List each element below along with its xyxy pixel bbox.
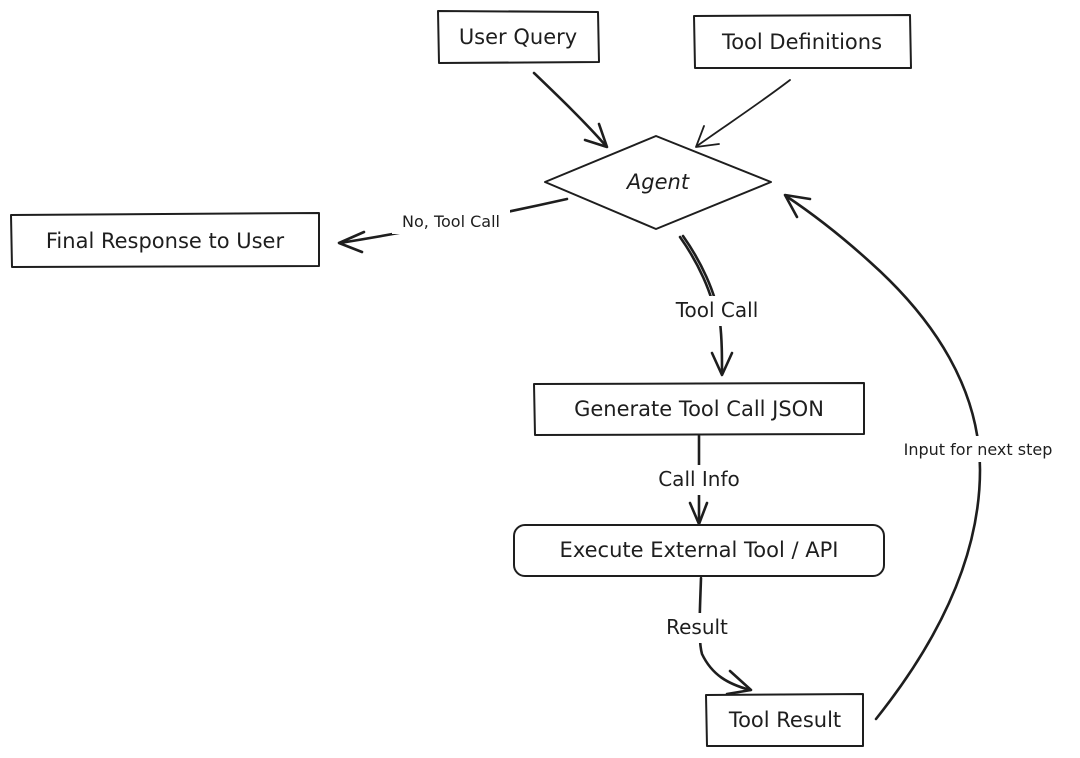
edge-tool-definitions-to-agent <box>695 79 791 148</box>
edge-label-tool-call: Tool Call <box>664 296 770 326</box>
edge-label-result-text: Result <box>666 615 728 639</box>
node-final-response: Final Response to User <box>10 212 320 268</box>
node-user-query-label: User Query <box>459 25 577 49</box>
edge-label-call-info: Call Info <box>646 465 752 495</box>
node-final-response-label: Final Response to User <box>46 229 285 253</box>
node-agent: Agent <box>544 135 772 230</box>
node-tool-result: Tool Result <box>705 693 864 747</box>
edge-label-call-info-text: Call Info <box>658 467 740 491</box>
node-tool-definitions-label: Tool Definitions <box>721 30 882 54</box>
edge-execute-to-tool-result <box>698 576 753 696</box>
node-generate-json: Generate Tool Call JSON <box>533 382 865 436</box>
edge-label-input-next-step: Input for next step <box>884 436 1074 462</box>
edge-label-no-tool-call-text: No, Tool Call <box>402 212 500 231</box>
node-tool-result-label: Tool Result <box>728 708 841 732</box>
node-tool-definitions: Tool Definitions <box>693 14 912 69</box>
edge-user-query-to-agent <box>532 71 609 149</box>
node-generate-json-label: Generate Tool Call JSON <box>574 397 824 421</box>
node-agent-label: Agent <box>625 170 690 194</box>
edge-label-tool-call-text: Tool Call <box>675 298 759 322</box>
edge-tool-result-to-agent <box>783 193 982 721</box>
edge-label-no-tool-call: No, Tool Call <box>392 208 510 234</box>
node-user-query: User Query <box>437 10 600 64</box>
edge-label-result: Result <box>656 613 738 643</box>
node-execute-tool-label: Execute External Tool / API <box>560 538 839 562</box>
node-execute-tool: Execute External Tool / API <box>513 524 885 577</box>
edge-label-input-next-step-text: Input for next step <box>904 440 1053 459</box>
